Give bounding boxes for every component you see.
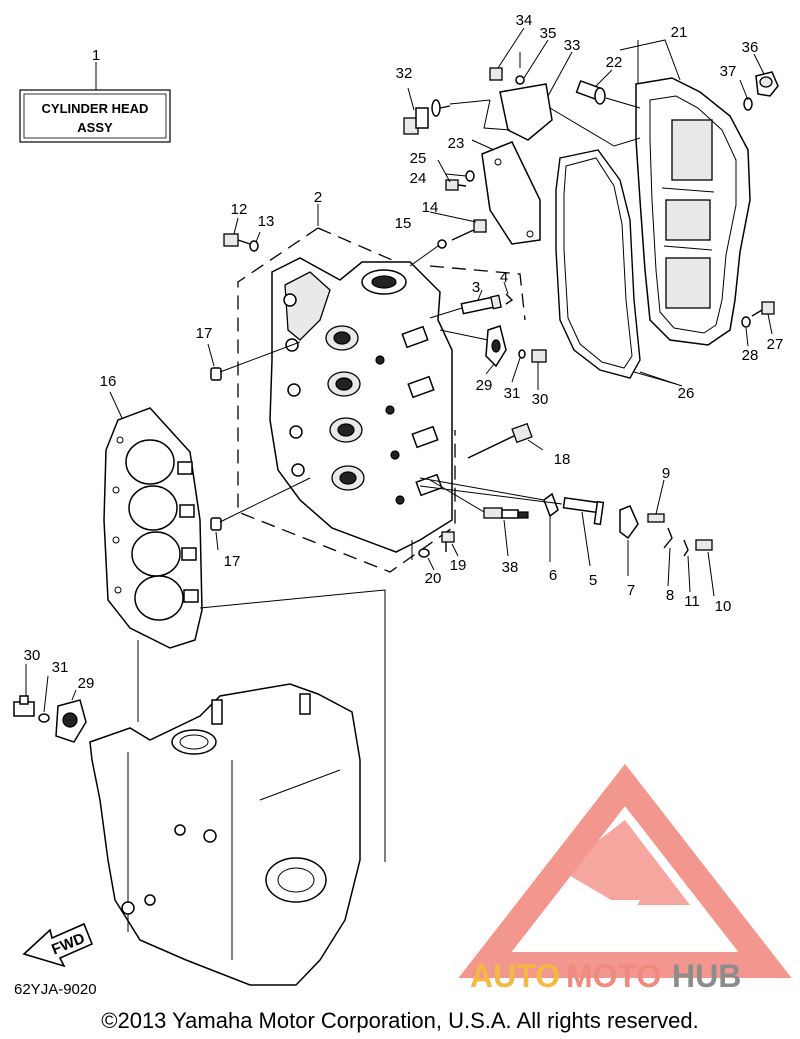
copyright-notice: ©2013 Yamaha Motor Corporation, U.S.A. A… <box>101 1008 698 1033</box>
callout-17-upper: 17 <box>196 325 213 342</box>
callout-1: 1 <box>92 47 100 64</box>
thermostat-parts <box>419 477 713 557</box>
callout-29-lower: 29 <box>78 675 95 692</box>
bolt-14 <box>409 219 487 267</box>
callout-34: 34 <box>516 12 533 29</box>
assembly-title: CYLINDER HEAD <box>42 101 149 116</box>
pin-3 <box>429 293 514 319</box>
callout-31-upper: 31 <box>504 385 521 402</box>
callout-28: 28 <box>742 347 759 364</box>
callout-13: 13 <box>258 213 275 230</box>
callout-22: 22 <box>606 54 623 71</box>
assembly-label: CYLINDER HEAD ASSY <box>19 62 171 143</box>
callout-labels: 1 2 3 4 5 6 7 8 9 10 11 12 13 14 15 16 1… <box>24 12 784 692</box>
callout-26: 26 <box>678 385 695 402</box>
callout-8: 8 <box>666 587 674 604</box>
spark-plug-38 <box>429 479 529 519</box>
watermark-logo <box>458 763 792 978</box>
callout-38: 38 <box>502 559 519 576</box>
fwd-arrow-icon: FWD <box>22 922 94 968</box>
callout-19: 19 <box>450 557 467 574</box>
callout-14: 14 <box>422 199 439 216</box>
callout-35: 35 <box>540 25 557 42</box>
engine-block <box>89 683 361 986</box>
head-gasket <box>103 407 203 649</box>
callout-17-lower: 17 <box>224 553 241 570</box>
callout-36: 36 <box>742 39 759 56</box>
callout-27: 27 <box>767 336 784 353</box>
head-cover-21 <box>619 39 751 346</box>
callout-32: 32 <box>396 65 413 82</box>
watermark-auto: AUTO <box>470 958 560 994</box>
callout-10: 10 <box>715 598 732 615</box>
leader-lines <box>109 27 773 597</box>
anode-cover-lower <box>13 664 87 743</box>
anode-cover-upper <box>439 325 547 368</box>
part-22 <box>575 79 641 109</box>
filler-cap-36 <box>743 71 779 111</box>
watermark-text: AUTO MOTO HUB <box>470 958 741 994</box>
cover-plate-23 <box>445 141 541 245</box>
bracket-33 <box>483 52 641 147</box>
callout-2: 2 <box>314 189 322 206</box>
callout-3: 3 <box>472 279 480 296</box>
bolt-27 <box>741 301 775 328</box>
callout-25: 25 <box>410 150 427 167</box>
assembly-subtitle: ASSY <box>77 120 113 135</box>
watermark-moto: MOTO <box>566 958 661 994</box>
callout-12: 12 <box>231 201 248 218</box>
callout-21: 21 <box>671 24 688 41</box>
callout-7: 7 <box>627 582 635 599</box>
callout-30-upper: 30 <box>532 391 549 408</box>
callout-37: 37 <box>720 63 737 80</box>
callout-33: 33 <box>564 37 581 54</box>
bolt-18 <box>467 422 533 459</box>
callout-24: 24 <box>410 170 427 187</box>
callout-31-lower: 31 <box>52 659 69 676</box>
callout-4: 4 <box>500 269 508 286</box>
callout-29-upper: 29 <box>476 377 493 394</box>
cylinder-head <box>269 257 453 553</box>
callout-23: 23 <box>448 135 465 152</box>
bolt-19 <box>411 531 455 560</box>
plug-32 <box>403 99 491 135</box>
diagram-code: 62YJA-9020 <box>14 981 97 998</box>
watermark-hub: HUB <box>672 958 741 994</box>
callout-15: 15 <box>395 215 412 232</box>
callout-30-lower: 30 <box>24 647 41 664</box>
bolt-12 <box>223 233 259 252</box>
callout-9: 9 <box>662 465 670 482</box>
callout-5: 5 <box>589 572 597 589</box>
dowel-pin-17 <box>210 341 311 531</box>
callout-6: 6 <box>549 567 557 584</box>
callout-16: 16 <box>100 373 117 390</box>
callout-20: 20 <box>425 570 442 587</box>
callout-18: 18 <box>554 451 571 468</box>
callout-11: 11 <box>684 593 700 610</box>
